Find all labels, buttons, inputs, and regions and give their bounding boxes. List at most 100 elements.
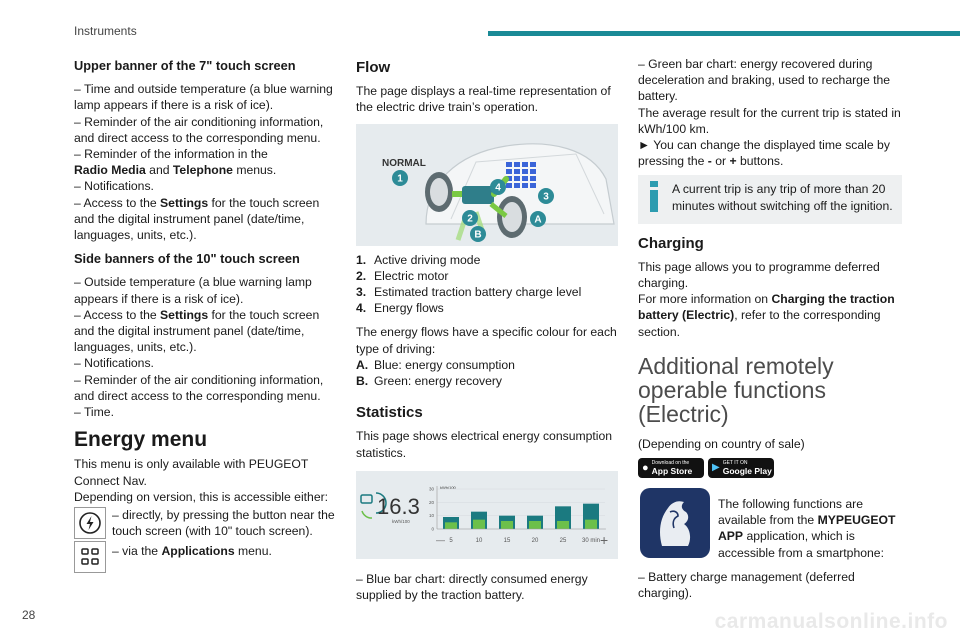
play-icon: ▶	[712, 461, 720, 473]
watermark: carmanualsonline.info	[714, 610, 948, 633]
energy-option-direct: – directly, by pressing the button near …	[112, 508, 335, 539]
legend-text: Active driving mode	[374, 252, 481, 267]
charging-ref-term: Charging the traction battery (Electric)	[638, 292, 895, 323]
applications-grid-icon	[74, 541, 106, 574]
side-line-notifications: – Notifications.	[74, 356, 154, 371]
appstore-big-text: App Store	[651, 466, 693, 477]
energy-option-button: – directly, by pressing the button near …	[74, 507, 340, 540]
colour-item: A.Blue: energy consumption	[356, 357, 618, 373]
and-text: and	[145, 163, 173, 178]
energy-option-menu: – via the Applications menu.	[112, 541, 272, 559]
info-tip: A current trip is any trip of more than …	[638, 175, 902, 224]
legend-num: 2.	[356, 268, 367, 283]
colour-item: B. Green: energy recovery	[356, 373, 618, 389]
via-text: – via the	[112, 544, 162, 559]
legend-num: 4.	[356, 301, 367, 316]
charging-ref-prefix: For more information on	[638, 292, 772, 307]
axis-unit-label: kWh/100	[440, 485, 457, 490]
y-tick-label: 20	[429, 500, 435, 505]
minus-control: —	[436, 535, 445, 545]
statistics-heading: Statistics	[356, 404, 423, 422]
legend-num: 3.	[356, 285, 367, 300]
colour-letter: B.	[356, 374, 369, 389]
info-icon	[648, 181, 664, 217]
column-1: Upper banner of the 7" touch screen – Ti…	[74, 56, 340, 574]
header-accent-bar	[488, 31, 960, 36]
marker-1: 1	[397, 173, 403, 184]
applications-term: Applications	[161, 544, 235, 559]
charging-description: This page allows you to programme deferr…	[638, 259, 880, 291]
blue-bar-description: – Blue bar chart: directly consumed ener…	[356, 571, 588, 603]
peugeot-app-icon	[640, 488, 710, 559]
additional-functions-heading: Additional remotely operable functions (…	[638, 352, 834, 427]
upper-line-reminder: – Reminder of the information in the	[74, 147, 268, 162]
colour-list: A.Blue: energy consumption B. Green: ener…	[356, 357, 618, 389]
plus-control: +	[600, 532, 608, 548]
menus-text: menus.	[232, 163, 277, 178]
legend-text: Electric motor	[374, 268, 449, 283]
myapp-prefix: The following functions are available fr…	[718, 497, 863, 528]
telephone-term: Telephone	[172, 163, 233, 178]
tip-text: A current trip is any trip of more than …	[672, 182, 893, 213]
battery-management: – Battery charge management (deferred ch…	[638, 569, 855, 601]
legend-text: Estimated traction battery charge level	[374, 285, 582, 300]
marker-3: 3	[543, 191, 549, 202]
marker-4: 4	[495, 182, 501, 193]
country-note: (Depending on country of sale)	[638, 436, 805, 451]
x-tick-label: 25	[560, 538, 567, 544]
marker-b: B	[474, 229, 481, 240]
gplay-big-text: Google Play	[722, 466, 772, 477]
flow-heading: Flow	[356, 59, 391, 76]
colour-text: Green: energy recovery	[374, 374, 503, 389]
flow-description: The page displays a real-time representa…	[356, 84, 611, 115]
flow-illustration: NORMAL 1 2 3 4 A B	[356, 123, 618, 246]
recovery-bar	[585, 519, 597, 529]
side-settings-term: Settings	[160, 307, 209, 322]
y-tick-label: 30	[429, 486, 435, 491]
upper-line-notifications: – Notifications.	[74, 179, 154, 194]
upper-line-settings: – Access to the Settings for the touch s…	[74, 195, 340, 244]
upper-line-menus: Radio Media and Telephone menus.	[74, 162, 340, 178]
page-number: 28	[22, 608, 36, 622]
energy-option-applications: – via the Applications menu.	[74, 541, 340, 574]
upper-line-aircon: – Reminder of the air conditioning infor…	[74, 114, 324, 145]
buttons-text: buttons.	[736, 154, 784, 169]
stat-value: 16.3	[377, 494, 420, 519]
myapp-text: The following functions are available fr…	[718, 488, 902, 561]
statistics-description: This page shows electrical energy consum…	[356, 429, 613, 460]
x-tick-label: 20	[532, 538, 539, 544]
energy-button-icon	[74, 507, 106, 540]
average-result: The average result for the current trip …	[638, 105, 901, 136]
or-text: or	[711, 154, 730, 169]
side-line-time: – Time.	[74, 405, 114, 420]
apple-icon: ●	[642, 461, 649, 474]
timescale-instruction: ► You can change the displayed time scal…	[638, 137, 902, 169]
energy-gauge-icon	[360, 492, 387, 519]
menu-text: menu.	[234, 544, 272, 559]
y-tick-label: 0	[431, 526, 434, 531]
stat-unit: kWh/100	[392, 519, 410, 524]
gplay-small-text: GET IT ON	[722, 460, 748, 467]
recovery-bar	[529, 520, 541, 529]
energy-version: Depending on version, this is accessible…	[74, 489, 329, 504]
plus-symbol: +	[729, 154, 737, 169]
legend-item: 1.Active driving mode	[356, 252, 618, 268]
charging-reference: For more information on Charging the tra…	[638, 291, 902, 340]
legend-text: Energy flows	[374, 301, 444, 316]
recovery-bar	[557, 520, 569, 529]
marker-a: A	[534, 214, 541, 225]
column-2: Flow The page displays a real-time repre…	[356, 56, 618, 603]
x-tick-label: 5	[449, 538, 453, 544]
radio-media-term: Radio Media	[74, 163, 146, 178]
recovery-bar	[473, 519, 485, 529]
energy-menu-heading: Energy menu	[74, 428, 208, 452]
myapp-name: MYPEUGEOT APP	[718, 513, 896, 544]
colour-letter: A.	[356, 357, 369, 372]
marker-2: 2	[467, 213, 473, 224]
header-title: Instruments	[74, 24, 137, 38]
green-bar-description: – Green bar chart: energy recovered duri…	[638, 57, 891, 104]
